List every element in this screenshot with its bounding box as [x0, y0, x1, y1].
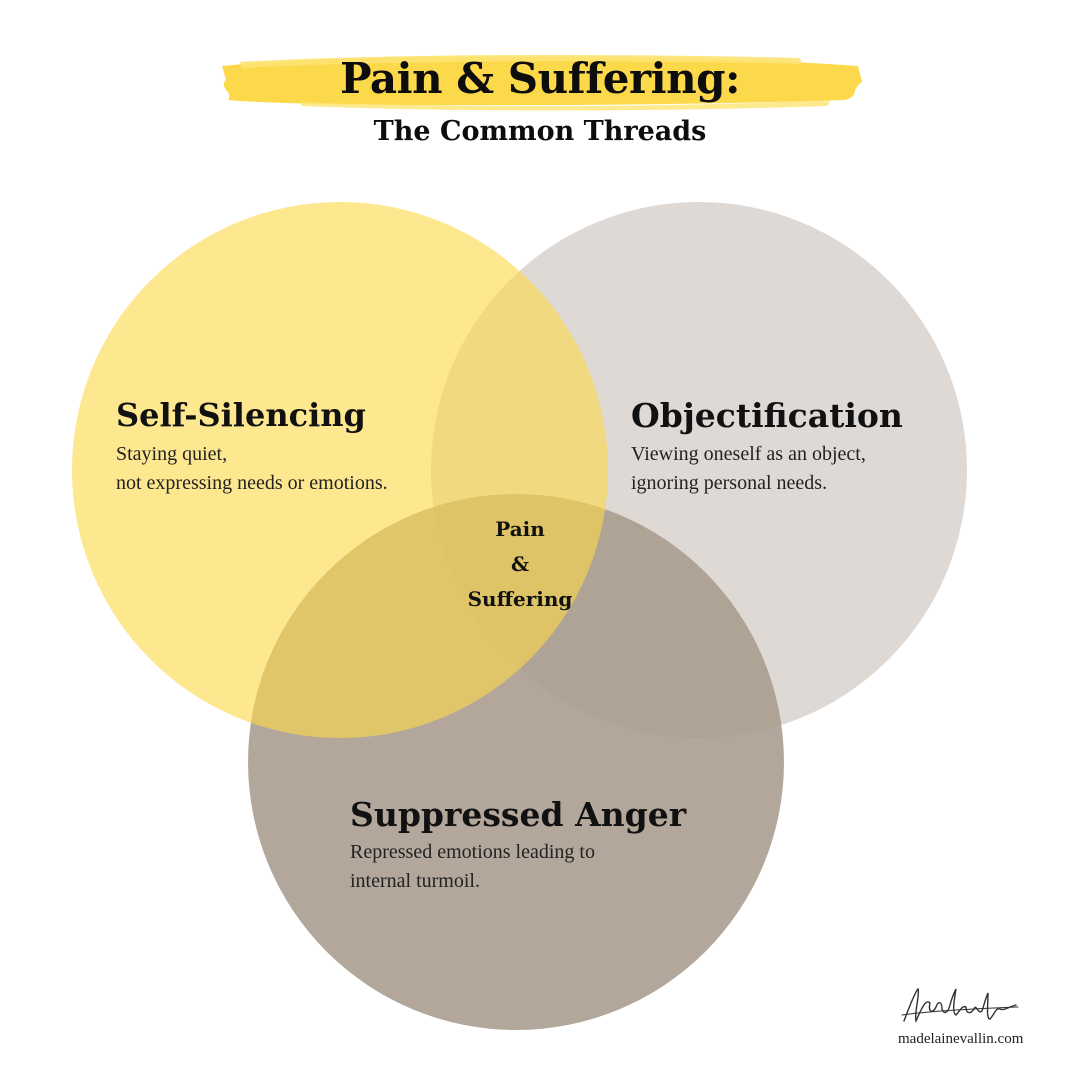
- label-suppressed-anger: Suppressed Anger: [350, 795, 687, 834]
- center-overlap-label: Pain & Suffering: [440, 512, 600, 617]
- desc-line: ignoring personal needs.: [631, 472, 828, 494]
- title-highlight-brush: [222, 54, 862, 111]
- center-line: Pain: [495, 517, 545, 541]
- desc-suppressed-anger: Repressed emotions leading to internal t…: [350, 838, 595, 896]
- desc-self-silencing: Staying quiet, not expressing needs or e…: [116, 440, 388, 498]
- center-line: Suffering: [467, 587, 573, 611]
- desc-line: not expressing needs or emotions.: [116, 472, 388, 494]
- website-link[interactable]: madelainevallin.com: [898, 1031, 1024, 1047]
- label-objectification: Objectification: [631, 396, 903, 435]
- label-self-silencing: Self-Silencing: [116, 396, 366, 434]
- desc-line: Repressed emotions leading to: [350, 841, 595, 863]
- page-subtitle: The Common Threads: [373, 116, 707, 147]
- center-line: &: [510, 552, 530, 576]
- signature-image: [901, 987, 1019, 1024]
- page-title: Pain & Suffering:: [339, 54, 741, 103]
- desc-line: Viewing oneself as an object,: [631, 443, 866, 465]
- desc-line: internal turmoil.: [350, 870, 480, 892]
- circle-self-silencing: [72, 202, 608, 738]
- desc-objectification: Viewing oneself as an object, ignoring p…: [631, 440, 866, 498]
- desc-line: Staying quiet,: [116, 443, 228, 465]
